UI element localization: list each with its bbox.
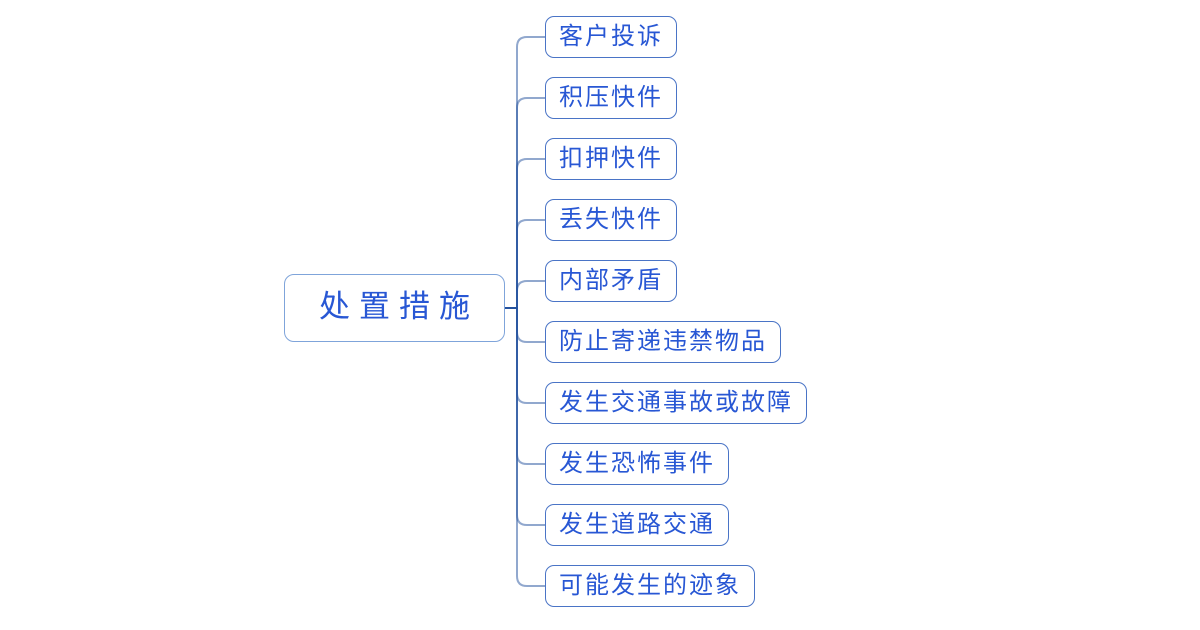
mindmap-node[interactable]: 防止寄递违禁物品 [545,321,781,363]
branch-connector [505,307,545,465]
branch-connector [505,307,545,404]
mindmap-node[interactable]: 客户投诉 [545,16,677,58]
root-node[interactable]: 处置措施 [284,274,505,342]
mindmap-node[interactable]: 内部矛盾 [545,260,677,302]
mindmap-node[interactable]: 发生道路交通 [545,504,729,546]
branch-connector [505,307,545,587]
branch-connector [505,158,545,309]
mindmap-node[interactable]: 可能发生的迹象 [545,565,755,607]
branch-connector [505,280,545,309]
branch-connector [505,36,545,309]
mindmap-node[interactable]: 积压快件 [545,77,677,119]
branch-connector [505,307,545,343]
branch-connector [505,97,545,309]
mindmap-node[interactable]: 丢失快件 [545,199,677,241]
branch-connector [505,307,545,526]
mindmap-node[interactable]: 发生恐怖事件 [545,443,729,485]
mindmap-node[interactable]: 发生交通事故或故障 [545,382,807,424]
branch-connector [505,219,545,309]
mindmap-node[interactable]: 扣押快件 [545,138,677,180]
